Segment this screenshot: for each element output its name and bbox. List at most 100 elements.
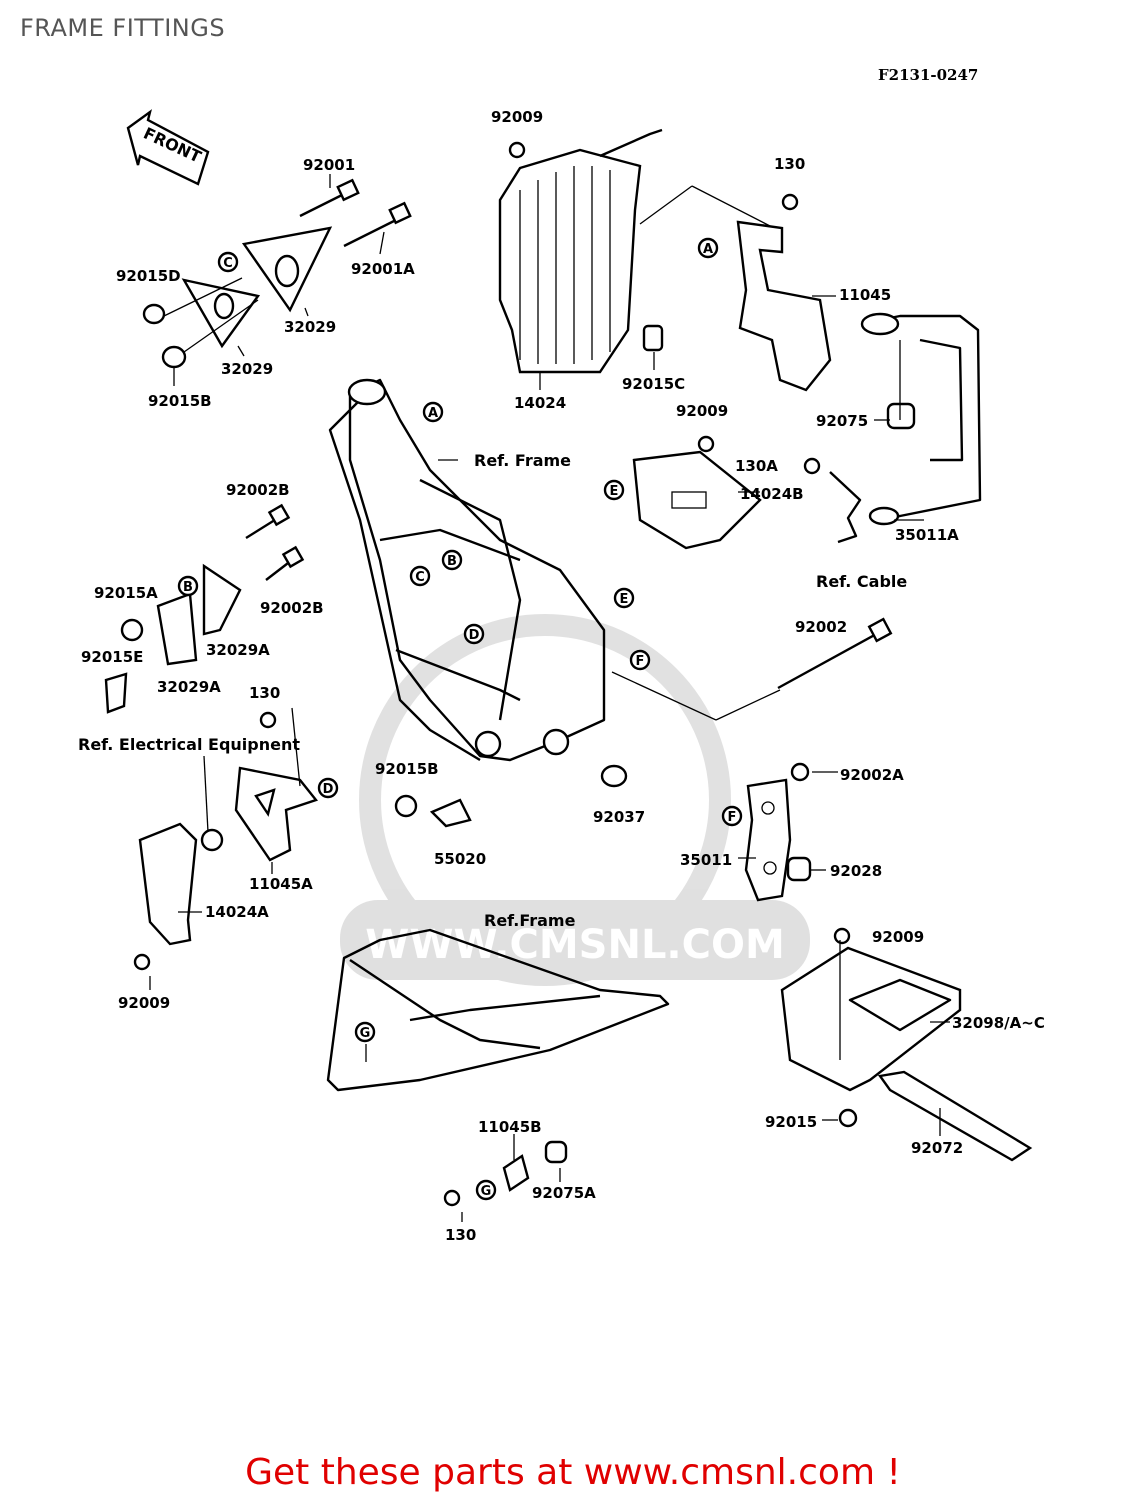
strap-92072 (877, 1070, 1033, 1162)
label-35011A: 35011A (895, 526, 959, 544)
clamp-92037 (600, 764, 628, 788)
svg-text:B: B (183, 580, 193, 595)
label-14024A: 14024A (205, 903, 269, 921)
label-14024: 14024 (514, 394, 566, 412)
callout-F2: F (721, 805, 743, 827)
svg-text:G: G (360, 1026, 371, 1041)
cover-14024B (632, 450, 762, 550)
grommet-92015C (642, 324, 664, 352)
label-92009-mid: 92009 (676, 402, 728, 420)
ref-frame-main: Ref. Frame (474, 451, 571, 470)
callout-E2: E (603, 479, 625, 501)
diagram-code: F2131-0247 (878, 66, 979, 84)
svg-text:G: G (481, 1184, 492, 1199)
label-92009-left: 92009 (118, 994, 170, 1012)
bolt-130-top (781, 193, 799, 211)
nut-92015D (142, 303, 166, 325)
collar-92015B-top (161, 345, 187, 369)
collar-92075 (886, 402, 916, 430)
svg-text:C: C (223, 256, 233, 271)
bolt-130A (803, 457, 821, 475)
callout-D1: D (463, 623, 485, 645)
front-arrow: FRONT (126, 109, 210, 186)
page-title: FRAME FITTINGS (20, 14, 226, 42)
label-92002A: 92002A (840, 766, 904, 784)
label-92009-right: 92009 (872, 928, 924, 946)
label-92001: 92001 (303, 156, 355, 174)
bolt-92002A (790, 762, 810, 782)
label-92015C: 92015C (622, 375, 685, 393)
clamp-electrical (200, 828, 224, 852)
bracket-35011 (744, 778, 792, 902)
callout-C1: C (217, 251, 239, 273)
callout-B2: B (177, 575, 199, 597)
label-92015: 92015 (765, 1113, 817, 1131)
screw-92009-left (133, 953, 151, 971)
collar-92015B-mid (394, 794, 418, 818)
label-92075A: 92075A (532, 1184, 596, 1202)
label-55020: 55020 (434, 850, 486, 868)
label-92015B-top: 92015B (148, 392, 212, 410)
ref-frame-sub: Ref.Frame (484, 911, 576, 930)
label-11045: 11045 (839, 286, 891, 304)
screw-92009-right (833, 927, 851, 945)
plate-32029-front (181, 278, 261, 349)
collar-92075A (544, 1140, 568, 1164)
screw-92009-top (508, 141, 526, 159)
callout-E1: E (613, 587, 635, 609)
svg-text:A: A (703, 242, 713, 257)
label-92015B-mid: 92015B (375, 760, 439, 778)
reference-labels: Ref. Frame Ref. Cable Ref. Electrical Eq… (78, 451, 907, 930)
ref-electrical: Ref. Electrical Equipnent (78, 735, 300, 754)
label-92009-top: 92009 (491, 108, 543, 126)
footer-link[interactable]: Get these parts at www.cmsnl.com ! (245, 1452, 901, 1493)
stopper-55020 (429, 798, 472, 828)
label-92015E: 92015E (81, 648, 143, 666)
main-frame (328, 378, 606, 762)
nut-92015 (838, 1108, 858, 1128)
rubber-92015E (104, 672, 128, 714)
watermark-text: WWW.CMSNL.COM (365, 922, 785, 968)
callout-B1: B (441, 549, 463, 571)
svg-text:E: E (610, 484, 619, 499)
label-130-left: 130 (249, 684, 280, 702)
label-92015A: 92015A (94, 584, 158, 602)
svg-text:D: D (469, 628, 480, 643)
svg-text:C: C (415, 570, 425, 585)
label-130-bottom: 130 (445, 1226, 476, 1244)
label-32029A-b: 32029A (157, 678, 221, 696)
screw-92009-mid (697, 435, 715, 453)
watermark-logo: WWW.CMSNL.COM (340, 614, 810, 986)
cable-clamp (829, 471, 862, 544)
label-92002: 92002 (795, 618, 847, 636)
plate-32029A-upper (202, 563, 242, 636)
leader-lines (149, 174, 950, 1222)
label-130-top: 130 (774, 155, 805, 173)
bolt-92001 (299, 178, 360, 218)
bolt-92002 (777, 617, 893, 690)
callout-G2: G (475, 1179, 497, 1201)
label-92015D: 92015D (116, 267, 181, 285)
svg-text:E: E (620, 592, 629, 607)
collar-92028 (786, 856, 812, 882)
label-92075: 92075 (816, 412, 868, 430)
label-92002B-b: 92002B (260, 599, 324, 617)
bracket-11045A (234, 766, 319, 862)
label-92037: 92037 (593, 808, 645, 826)
nut-92015A (120, 618, 144, 642)
svg-text:A: A (428, 406, 438, 421)
battery-case-32098 (780, 946, 962, 1092)
svg-text:D: D (323, 782, 334, 797)
callout-circles: A A B B C C D D E E F F G G (177, 237, 743, 1201)
label-35011: 35011 (680, 851, 732, 869)
label-130A: 130A (735, 457, 778, 475)
bracket-11045B (502, 1154, 530, 1192)
callout-D2: D (317, 777, 339, 799)
bolt-92002B-upper (245, 503, 291, 540)
label-92028: 92028 (830, 862, 882, 880)
radiator-cover-14024 (498, 128, 663, 374)
label-14024B: 14024B (740, 485, 804, 503)
cover-14024A (138, 822, 198, 946)
sub-frame (326, 928, 670, 1092)
